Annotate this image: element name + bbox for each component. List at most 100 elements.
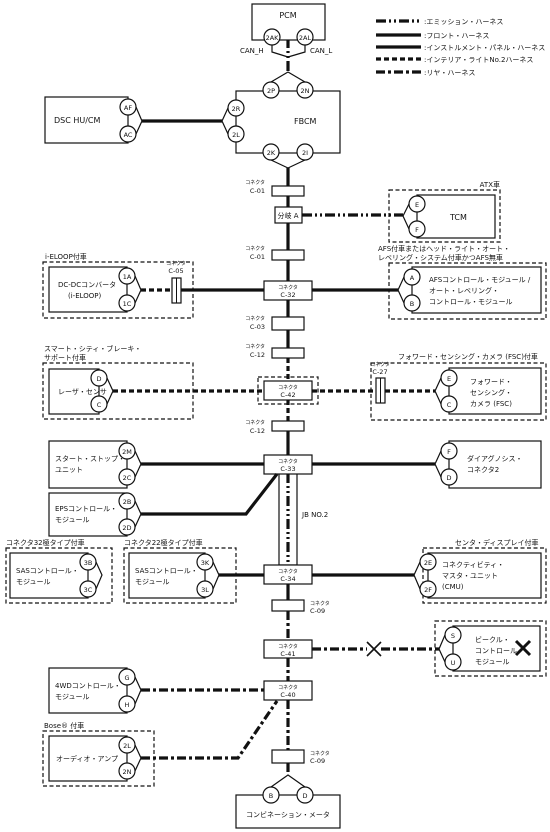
c27-caption-2: C-27 bbox=[372, 368, 387, 376]
c09b-body bbox=[271, 749, 305, 764]
fsc-label-3: カメラ (FSC) bbox=[470, 400, 512, 408]
dcdc-label-2: (i-ELOOP) bbox=[68, 292, 102, 300]
ss-pin-2m-label: 2M bbox=[122, 448, 132, 456]
cmu-pin-2f-label: 2F bbox=[424, 586, 432, 594]
audio-pin-2n-label: 2N bbox=[123, 768, 132, 776]
dcdc-box bbox=[48, 266, 128, 313]
c27-caption-1: コネクタ bbox=[370, 361, 390, 368]
sas32-caption: コネクタ32極タイプ付車 bbox=[6, 538, 85, 547]
cmu-box bbox=[427, 552, 542, 599]
legend-front-label: :フロント・ハーネス bbox=[424, 32, 489, 40]
c03-body bbox=[271, 316, 305, 331]
dsc-pin-ac-label: AC bbox=[124, 131, 133, 139]
dsc-label: DSC HU/CM bbox=[54, 116, 101, 125]
c40-caption-2: C-40 bbox=[280, 691, 295, 699]
eps-box bbox=[48, 492, 128, 537]
c01b-connector: コネクタ C-01 bbox=[245, 245, 305, 261]
awd-label-1: 4WDコントロール・ bbox=[55, 682, 121, 690]
sas32-label-1: SASコントロール・ bbox=[16, 567, 79, 575]
sas32-module: コネクタ32極タイプ付車 SASコントロール・ モジュール 3B 3C bbox=[5, 538, 113, 604]
c12-caption-2: C-12 bbox=[250, 351, 265, 359]
dlc-module: ダイアグノシス・ コネクタ2 F D bbox=[312, 440, 542, 489]
laser-caption-1: スマート・シティ・ブレーキ・ bbox=[44, 344, 141, 353]
c09b-caption-1: コネクタ bbox=[310, 750, 330, 757]
legend-emission-label: :エミッション・ハーネス bbox=[424, 18, 503, 26]
tcm-label: TCM bbox=[449, 213, 467, 222]
dlc-wire bbox=[434, 450, 442, 478]
fsc-caption: フォワード・センシング・カメラ (FSC)付車 bbox=[398, 352, 538, 361]
c40-caption-1: コネクタ bbox=[278, 684, 298, 691]
module-cross-icon bbox=[514, 639, 532, 657]
fbcm-pin-2k-label: 2K bbox=[267, 149, 276, 157]
audio-pin-2l-label: 2L bbox=[123, 742, 131, 750]
eps-pin-2b-label: 2B bbox=[123, 498, 132, 506]
fsc-module: フォワード・センシング・カメラ (FSC)付車 フォワード・ センシング・ カメ… bbox=[312, 352, 547, 421]
c01b-body bbox=[271, 249, 305, 261]
dlc-box bbox=[448, 440, 542, 489]
cmu-wire bbox=[413, 561, 421, 590]
fbcm-top-wire-l bbox=[270, 71, 289, 83]
audio-box bbox=[48, 735, 128, 782]
fsc-label-1: フォワード・ bbox=[470, 378, 512, 386]
jb-no2-label: JB NO.2 bbox=[301, 511, 328, 519]
dcdc-pin-1c-label: 1C bbox=[123, 300, 132, 308]
afs-label-1: AFSコントロール・モジュール / bbox=[429, 276, 531, 284]
audio-wire bbox=[134, 744, 142, 772]
c12-connector: コネクタ C-12 bbox=[245, 343, 305, 359]
sas32-frame bbox=[5, 547, 113, 604]
dsc-module: DSC HU/CM AF AC bbox=[44, 96, 222, 144]
fsc-pin-e-label: E bbox=[447, 375, 451, 383]
fsc-label-2: センシング・ bbox=[470, 388, 512, 397]
afs-pin-b-label: B bbox=[410, 300, 414, 308]
c03-caption-2: C-03 bbox=[250, 323, 265, 331]
legend-interior-label: :インテリア・ライトNo.2ハーネス bbox=[424, 56, 533, 64]
sas32-wire bbox=[95, 561, 103, 590]
c33-caption-2: C-33 bbox=[280, 465, 295, 473]
meter-module: コンビネーション・メータ B D bbox=[235, 774, 341, 829]
vcm-frame bbox=[434, 620, 547, 677]
c05-caption-1: コネクタ bbox=[166, 260, 186, 267]
c01-connector: コネクタ C-01 bbox=[245, 179, 305, 197]
vcm-label-1: ビークル・ bbox=[475, 635, 510, 644]
laser-caption-2: サポート付車 bbox=[44, 353, 86, 362]
fsc-wire bbox=[434, 377, 442, 405]
awd-label-2: モジュール bbox=[55, 693, 90, 701]
fbcm-box bbox=[235, 90, 341, 154]
ss-module: スタート・ストップ・ ユニット 2M 2C bbox=[48, 440, 264, 489]
branch-a: 分岐 A bbox=[274, 206, 303, 224]
c12b-body bbox=[271, 420, 305, 432]
fbcm-module: FBCM 2P 2N 2R 2L 2K 2I bbox=[221, 71, 341, 169]
afs-label-3: コントロール・モジュール bbox=[429, 298, 513, 306]
c33-connector: コネクタ C-33 bbox=[263, 454, 313, 475]
afs-module: AFS付車またはヘッド・ライト・オート・ レベリング・システム付車かつAFS無車… bbox=[312, 244, 547, 320]
laser-module: スマート・シティ・ブレーキ・ サポート付車 レーザ・センサ D C bbox=[42, 344, 262, 420]
meter-label: コンビネーション・メータ bbox=[246, 810, 330, 819]
awd-pin-g-label: G bbox=[124, 674, 129, 682]
c01b-caption-1: コネクタ bbox=[245, 245, 265, 252]
ss-box bbox=[48, 440, 128, 489]
c12-body bbox=[271, 347, 305, 359]
fbcm-pin-2n bbox=[296, 81, 314, 99]
meter-pin-d bbox=[296, 786, 314, 804]
fbcm-pin-2p-label: 2P bbox=[267, 87, 275, 95]
pcm-can-l-wire bbox=[287, 45, 306, 58]
dcdc-wire bbox=[134, 275, 142, 304]
c03-caption-1: コネクタ bbox=[245, 315, 265, 322]
sas22-box bbox=[128, 552, 206, 599]
sas32-pin-3c-label: 3C bbox=[84, 586, 93, 594]
ss-label-1: スタート・ストップ・ bbox=[55, 454, 125, 463]
laser-label: レーザ・センサ bbox=[58, 388, 107, 396]
awd-pin-h-label: H bbox=[125, 701, 130, 709]
awd-module: 4WDコントロール・ モジュール G H bbox=[48, 667, 264, 714]
tcm-wire bbox=[402, 203, 410, 230]
cmu-label-1: コネクティビティ・ bbox=[442, 560, 504, 569]
c32-caption-2: C-32 bbox=[280, 291, 295, 299]
cmu-label-2: マスタ・ユニット bbox=[442, 571, 498, 580]
cmu-pin-2e-label: 2E bbox=[424, 559, 432, 567]
pcm-pin-2ak-label: 2AK bbox=[266, 34, 280, 42]
sas32-box bbox=[9, 552, 89, 599]
meter-box bbox=[235, 794, 341, 829]
cmu-caption: センタ・ディスプレイ付車 bbox=[455, 538, 539, 547]
eps-pin-2d-label: 2D bbox=[122, 524, 131, 532]
